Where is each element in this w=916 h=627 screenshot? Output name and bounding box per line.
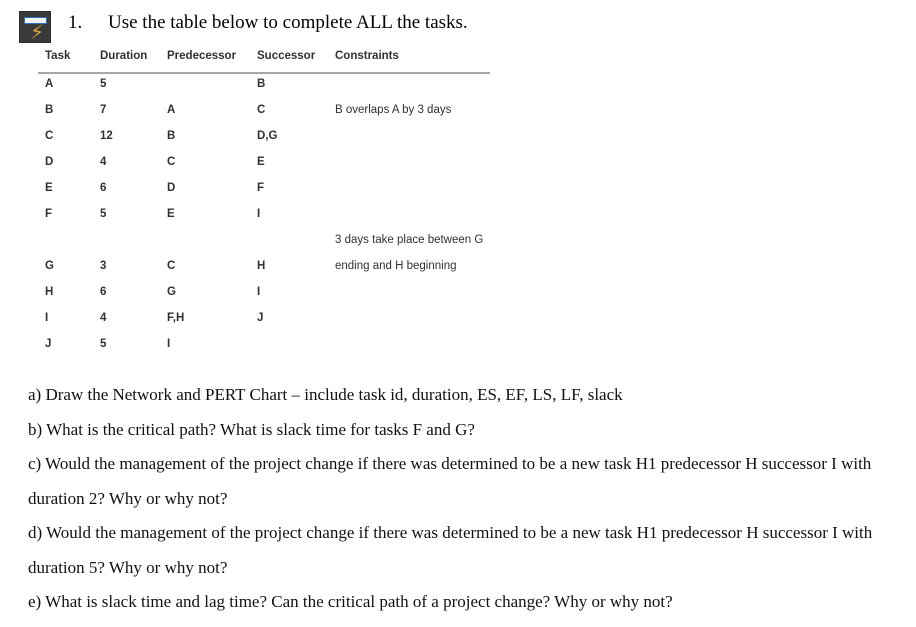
cell-successor: F [257,182,265,194]
column-header-successor: Successor [257,50,316,62]
presentation-bolt-icon: ⚡ [19,11,51,43]
cell-duration: 3 [100,260,107,272]
questions-list: a) Draw the Network and PERT Chart – inc… [28,378,908,620]
column-header-task: Task [45,50,71,62]
cell-duration: 5 [100,338,107,350]
cell-predecessor: C [167,260,176,272]
question-b: b) What is the critical path? What is sl… [28,419,475,439]
page-title: Use the table below to complete ALL the … [108,12,468,33]
column-header-duration: Duration [100,50,148,62]
cell-successor: I [257,208,261,220]
cell-task: G [45,260,54,272]
table-row: E 6 D F [38,182,498,208]
question-e: e) What is slack time and lag time? Can … [28,592,673,611]
cell-task: E [45,182,53,194]
heading-row: ⚡ 1. Use the table below to complete ALL… [0,0,916,46]
table-header-row: Task Duration Predecessor Successor Cons… [38,50,498,74]
cell-successor: B [257,78,266,90]
table-row: I 4 F,H J [38,312,498,338]
cell-predecessor: D [167,182,176,194]
cell-duration: 6 [100,182,107,194]
cell-predecessor: I [167,338,171,350]
cell-successor: D,G [257,130,278,142]
cell-task: D [45,156,54,168]
icon-lightning-bolt: ⚡ [30,20,45,44]
cell-task: I [45,312,49,324]
table-header-rule [38,72,490,74]
cell-duration: 12 [100,130,113,142]
table-row: J 5 I [38,338,498,364]
icon-title-bar [24,17,47,24]
cell-task: C [45,130,54,142]
cell-task: A [45,78,54,90]
table-row: A 5 B [38,78,498,104]
cell-predecessor: F,H [167,312,185,324]
table-row: B 7 A C B overlaps A by 3 days [38,104,498,130]
cell-successor: H [257,260,266,272]
table-row: 3 days take place between G [38,234,498,260]
table-row: H 6 G I [38,286,498,312]
column-header-predecessor: Predecessor [167,50,237,62]
cell-predecessor: E [167,208,175,220]
cell-duration: 7 [100,104,107,116]
cell-successor: J [257,312,264,324]
table-row: C 12 B D,G [38,130,498,156]
cell-duration: 4 [100,312,107,324]
cell-constraints: 3 days take place between G [335,234,484,246]
cell-duration: 6 [100,286,107,298]
cell-duration: 4 [100,156,107,168]
cell-predecessor: B [167,130,176,142]
question-d: d) Would the management of the project c… [28,523,877,577]
cell-task: H [45,286,54,298]
cell-predecessor: A [167,104,176,116]
cell-successor: E [257,156,265,168]
column-header-constraints: Constraints [335,50,399,62]
heading-number: 1. [68,12,83,33]
cell-task: B [45,104,54,116]
cell-successor: I [257,286,261,298]
question-a: a) Draw the Network and PERT Chart – inc… [28,385,623,404]
table-row: D 4 C E [38,156,498,182]
cell-predecessor: G [167,286,176,298]
cell-task: F [45,208,53,220]
question-c: c) Would the management of the project c… [28,454,876,508]
cell-predecessor: C [167,156,176,168]
table-row: F 5 E I [38,208,498,234]
cell-constraints: B overlaps A by 3 days [335,104,452,116]
cell-constraints: ending and H beginning [335,260,457,272]
cell-task: J [45,338,52,350]
cell-duration: 5 [100,208,107,220]
cell-successor: C [257,104,266,116]
task-table: Task Duration Predecessor Successor Cons… [38,50,498,364]
cell-duration: 5 [100,78,107,90]
